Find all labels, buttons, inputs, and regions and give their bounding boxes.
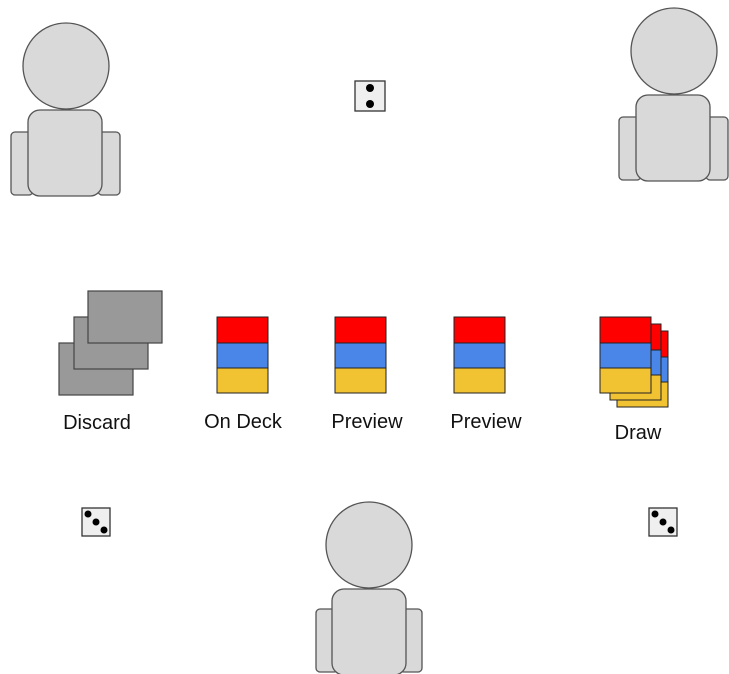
card-icon <box>599 316 652 394</box>
discard-label: Discard <box>63 412 131 434</box>
on-deck-card[interactable] <box>216 316 269 394</box>
person-icon <box>10 22 121 197</box>
card-icon <box>334 316 387 394</box>
die-icon <box>648 507 678 537</box>
preview-label-2: Preview <box>450 411 522 433</box>
preview-card-1[interactable] <box>334 316 387 394</box>
die-icon <box>81 507 111 537</box>
preview-label-1: Preview <box>331 411 403 433</box>
card-icon <box>216 316 269 394</box>
person-icon <box>618 7 729 182</box>
preview-card-2[interactable] <box>453 316 506 394</box>
card-back-stack-icon <box>58 290 163 396</box>
draw-pile[interactable] <box>599 316 669 408</box>
person-icon <box>315 501 423 674</box>
on-deck-label: On Deck <box>204 411 282 433</box>
player-top-right <box>618 7 729 182</box>
player-bottom <box>315 501 423 674</box>
die-bottom-right[interactable] <box>648 507 678 537</box>
die-icon <box>354 80 386 112</box>
die-bottom-left[interactable] <box>81 507 111 537</box>
draw-label: Draw <box>614 422 662 444</box>
card-icon <box>453 316 506 394</box>
die-top[interactable] <box>354 80 386 112</box>
player-top-left <box>10 22 121 197</box>
discard-pile[interactable] <box>58 290 163 396</box>
